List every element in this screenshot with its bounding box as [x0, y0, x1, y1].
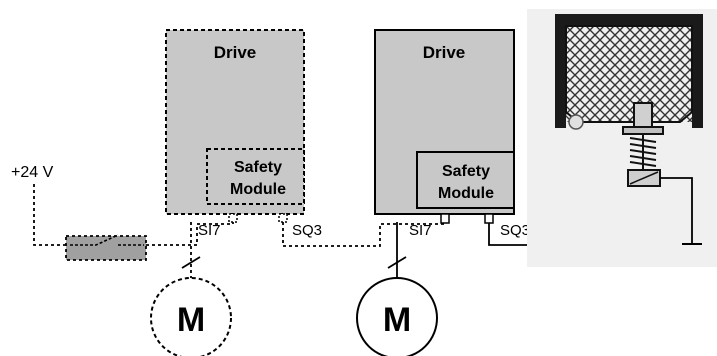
- sq3-left-label: SQ3: [292, 222, 322, 239]
- wire-switch-to-si7-left: [146, 222, 234, 246]
- drive-right-label: Drive: [423, 43, 466, 62]
- motor-right-label: M: [383, 301, 411, 339]
- supply-wire: [33, 184, 66, 246]
- safety-module-right-line2: Module: [438, 185, 494, 202]
- si7-left-label: SI7: [198, 222, 221, 239]
- safety-guard-illustration: [527, 9, 717, 267]
- motor-right-circle: [356, 277, 438, 356]
- plunger-plate: [622, 126, 664, 135]
- terminal-si7-left: [228, 213, 238, 223]
- safety-module-right-line1: Safety: [442, 163, 490, 180]
- ground-wire: [660, 177, 693, 244]
- si7-right-label: SI7: [409, 222, 432, 239]
- safety-module-left-line1: Safety: [234, 159, 282, 176]
- switch-contact-line: [629, 171, 659, 185]
- safety-module-left-line2: Module: [230, 181, 286, 198]
- switch-contact-icon: [70, 234, 144, 246]
- terminal-sq3-left: [278, 213, 288, 223]
- motor-left-label: M: [177, 301, 205, 339]
- motor-left-cable-slash: [181, 256, 201, 269]
- drive-left-label: Drive: [214, 43, 257, 62]
- guard-mesh-border: [565, 25, 693, 123]
- guard-ring-icon: [568, 114, 584, 130]
- guard-mesh: [566, 26, 692, 122]
- terminal-si7-right: [440, 213, 450, 224]
- spring-icon: [629, 134, 657, 170]
- safety-module-left-box: [206, 148, 305, 205]
- motor-left-circle: [150, 277, 232, 356]
- motor-right-cable-slash: [387, 256, 407, 269]
- safety-module-right-box: [416, 151, 515, 209]
- terminal-sq3-right: [484, 213, 494, 224]
- supply-label: +24 V: [11, 164, 54, 181]
- plunger-head: [633, 102, 653, 128]
- wire-sq3-left-to-si7-right: [282, 222, 446, 247]
- sq3-right-label: SQ3: [500, 222, 530, 239]
